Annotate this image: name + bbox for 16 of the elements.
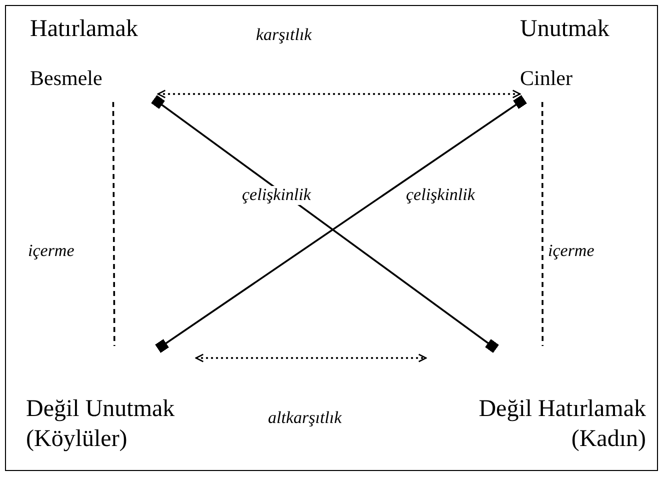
dashed-line	[112, 102, 116, 346]
term-label: Unutmak	[520, 16, 610, 43]
edge-label: çelişkinlik	[406, 186, 475, 205]
dotted-double-arrow	[195, 354, 427, 362]
example-label: Cinler	[520, 66, 572, 91]
edge-label: içerme	[548, 242, 594, 261]
term-label: Değil Unutmak (Köylüler)	[26, 395, 176, 454]
edge-label: karşıtlık	[256, 26, 312, 45]
edge-label: çelişkinlik	[242, 186, 311, 205]
example-label: Besmele	[30, 66, 102, 91]
dotted-double-arrow	[157, 90, 521, 98]
edge-label: altkarşıtlık	[268, 409, 342, 428]
edge-label: içerme	[28, 242, 74, 261]
term-label: Değil Hatırlamak (Kadın)	[478, 395, 646, 454]
term-label: Hatırlamak	[30, 16, 138, 43]
dashed-line	[541, 102, 544, 346]
